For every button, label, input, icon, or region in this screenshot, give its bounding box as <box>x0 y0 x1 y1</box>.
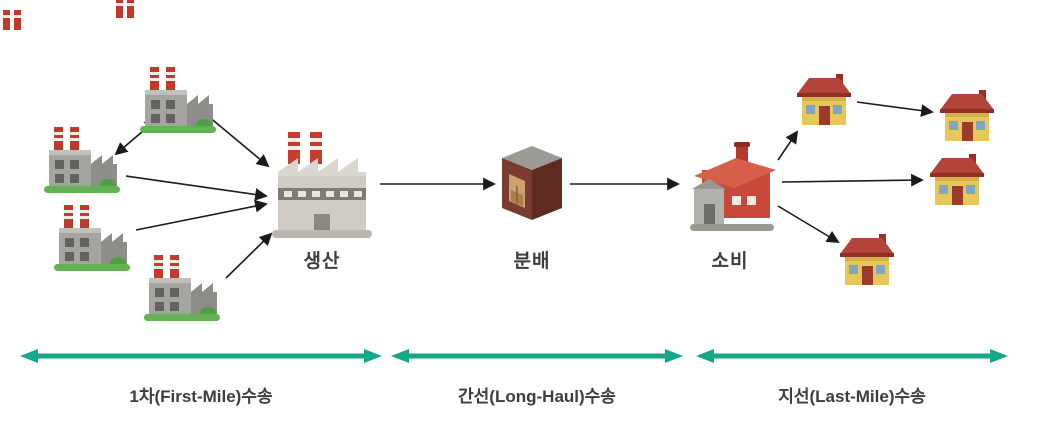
factory-icon <box>138 64 218 136</box>
plant-icon <box>684 140 776 232</box>
factory-icon <box>42 124 122 196</box>
segment-last-mile-label: 지선(Last-Mile)수송 <box>778 387 926 406</box>
production-label: 생산 <box>303 251 341 272</box>
factory-icon <box>52 202 132 274</box>
segment-long-haul: 간선(Long-Haul)수송 <box>391 348 683 407</box>
arrow-consumption-to-house4 <box>777 205 840 243</box>
segment-long-haul-label: 간선(Long-Haul)수송 <box>458 387 616 406</box>
house-icon <box>938 88 996 144</box>
segment-last-mile: 지선(Last-Mile)수송 <box>696 348 1008 407</box>
cropped-factory-chimneys-icon <box>115 0 135 18</box>
house-icon <box>795 72 853 128</box>
arrow-factory4-to-production <box>225 232 273 279</box>
arrow-consumption-to-house3 <box>781 173 924 187</box>
arrow-factory2-to-production <box>125 175 268 201</box>
house-icon <box>928 152 986 208</box>
double-arrow-icon <box>696 349 1008 363</box>
double-arrow-icon <box>20 349 382 363</box>
factory-icon <box>142 252 222 324</box>
segment-first-mile-label: 1차(First-Mile)수송 <box>129 387 273 406</box>
house-icon <box>838 232 896 288</box>
factory-large-icon <box>272 130 372 242</box>
warehouse-icon <box>500 146 564 222</box>
arrow-consumption-to-house1 <box>777 130 799 161</box>
double-arrow-icon <box>391 349 683 363</box>
consumption-label: 소비 <box>711 251 749 272</box>
arrow-house1-to-house2 <box>856 101 934 117</box>
cropped-factory-chimneys-icon <box>2 8 22 30</box>
segment-first-mile: 1차(First-Mile)수송 <box>20 348 382 407</box>
distribution-label: 분배 <box>513 251 551 272</box>
arrow-factory3-to-production <box>135 199 268 231</box>
